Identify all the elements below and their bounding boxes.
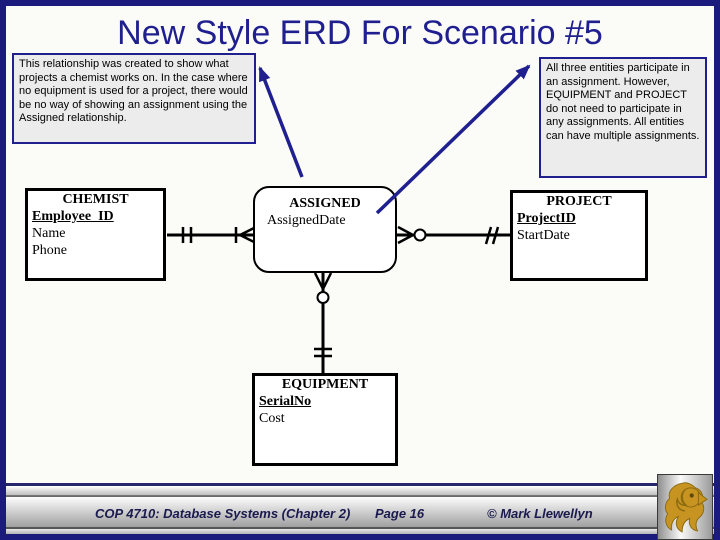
- cardinality-one-and-only-one-icon: [314, 347, 332, 358]
- entity-assigned: ASSIGNED AssignedDate: [253, 186, 397, 273]
- cardinality-one-and-only-one-icon: [181, 227, 193, 243]
- entity-chemist-key: Employee_ID: [32, 209, 114, 224]
- entity-assigned-name: ASSIGNED: [289, 196, 361, 211]
- entity-chemist-attr: Phone: [32, 243, 67, 258]
- entity-project-key: ProjectID: [517, 211, 576, 226]
- entity-equipment: EQUIPMENT SerialNo Cost: [252, 373, 398, 466]
- entity-equipment-attr: Cost: [259, 411, 285, 426]
- footer-top-rule: [6, 483, 714, 486]
- cardinality-zero-or-many-icon: [313, 272, 333, 304]
- entity-equipment-key: SerialNo: [259, 394, 312, 409]
- cardinality-one-and-only-one-icon: [484, 226, 500, 245]
- entity-project-attr: StartDate: [517, 228, 570, 243]
- footer-band-upper: [6, 486, 714, 496]
- entity-chemist-attr: Name: [32, 226, 66, 241]
- note-box-left: This relationship was created to show wh…: [12, 53, 256, 144]
- footer-course-label: COP 4710: Database Systems (Chapter 2): [95, 506, 351, 521]
- entity-chemist-name: CHEMIST: [62, 192, 129, 207]
- footer-band-lower: [6, 529, 714, 534]
- entity-project: PROJECT ProjectID StartDate: [510, 190, 648, 281]
- entity-project-name: PROJECT: [546, 194, 612, 209]
- cardinality-one-or-many-icon: [234, 226, 255, 244]
- callout-arrow-left: [258, 66, 304, 178]
- footer-copyright: © Mark Llewellyn: [487, 506, 593, 521]
- ucf-pegasus-logo: [664, 482, 708, 533]
- entity-equipment-name: EQUIPMENT: [281, 377, 369, 392]
- note-box-right: All three entities participate in an ass…: [539, 57, 707, 178]
- entity-chemist: CHEMIST Employee_ID Name Phone: [25, 188, 166, 281]
- footer-page-number: Page 16: [375, 506, 425, 521]
- footer-band-main: [6, 496, 714, 529]
- page-title: New Style ERD For Scenario #5: [117, 14, 603, 52]
- cardinality-zero-or-many-icon: [397, 225, 427, 245]
- entity-assigned-attr: AssignedDate: [267, 213, 346, 228]
- logo-strip: [657, 474, 713, 540]
- callout-arrow-right: [375, 64, 531, 215]
